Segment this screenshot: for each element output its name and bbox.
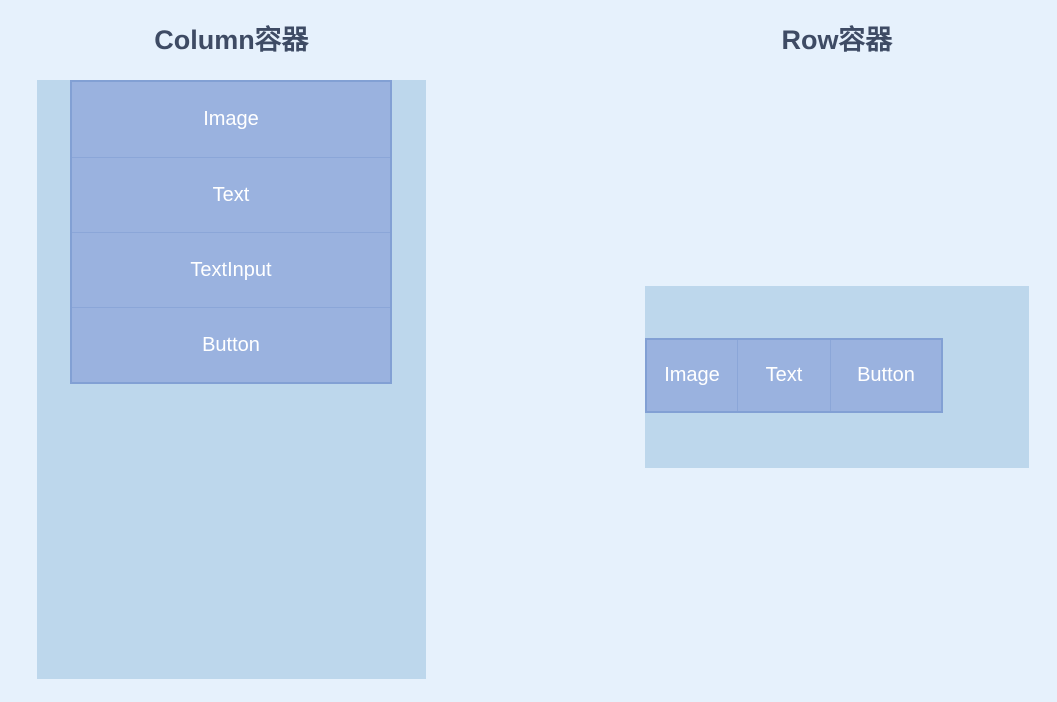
column-container: Image Text TextInput Button [37,80,426,679]
column-items-stack: Image Text TextInput Button [70,80,392,384]
row-items-group: Image Text Button [645,338,943,413]
row-item-button: Button [830,340,941,411]
column-section-title: Column容器 [154,25,309,55]
row-item-image: Image [647,340,737,411]
column-item-image: Image [72,82,390,157]
column-item-text: Text [72,157,390,232]
row-section-title: Row容器 [781,25,893,55]
column-item-textinput: TextInput [72,232,390,307]
column-item-button: Button [72,307,390,382]
row-item-text: Text [737,340,830,411]
row-container: Image Text Button [645,286,1029,468]
